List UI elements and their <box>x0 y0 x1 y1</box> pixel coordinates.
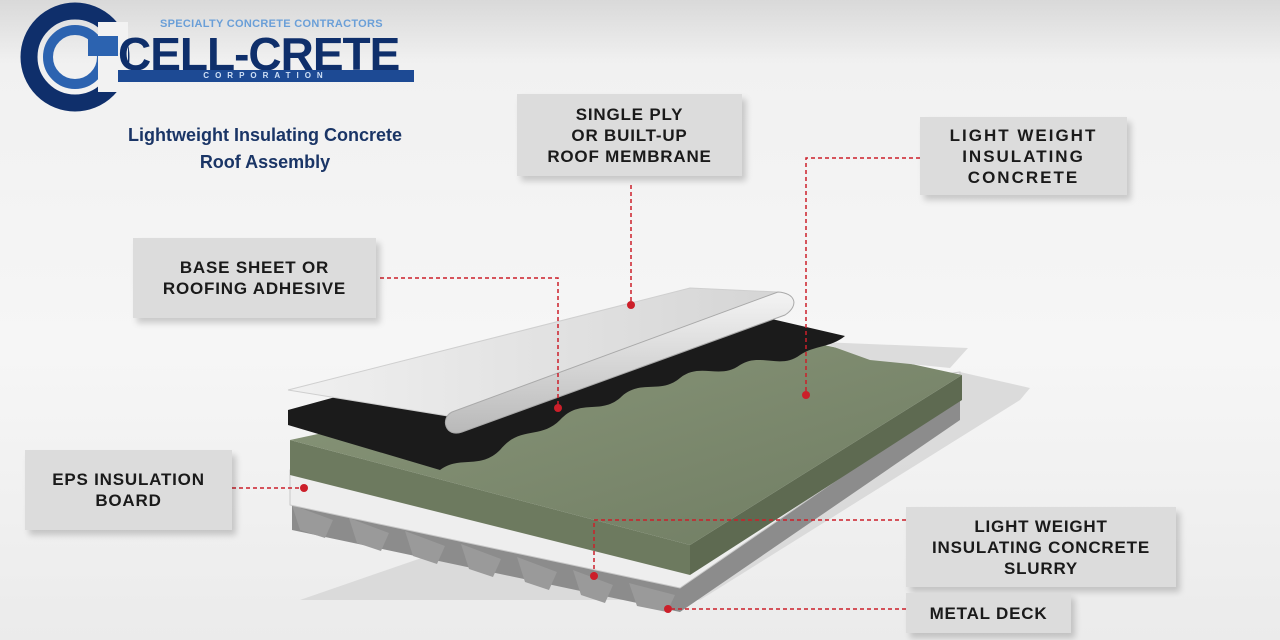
label-line: BASE SHEET OR <box>179 258 330 277</box>
label-roof-membrane: SINGLE PLY OR BUILT-UP ROOF MEMBRANE <box>517 94 742 176</box>
label-line: BOARD <box>95 491 162 510</box>
label-line: INSULATING CONCRETE <box>932 537 1150 557</box>
dot-metal-deck <box>664 605 672 613</box>
dot-lwic <box>802 391 810 399</box>
concrete-slab-edge <box>690 375 962 575</box>
logo-subname: CORPORATION <box>118 70 414 82</box>
dot-eps <box>300 484 308 492</box>
label-line: ROOFING ADHESIVE <box>162 279 347 298</box>
label-metal-deck: METAL DECK <box>906 593 1071 633</box>
label-base-sheet: BASE SHEET OR ROOFING ADHESIVE <box>133 238 376 318</box>
leader-base-sheet <box>380 277 559 407</box>
label-eps-insulation-board: EPS INSULATION BOARD <box>25 450 232 530</box>
label-line: EPS INSULATION <box>52 470 205 489</box>
label-line: INSULATING <box>962 146 1085 166</box>
logo-tagline: SPECIALTY CONCRETE CONTRACTORS <box>160 18 383 30</box>
dot-base-sheet <box>554 404 562 412</box>
subtitle-line-2: Roof Assembly <box>199 152 331 172</box>
cell-crete-logo-mark <box>20 2 130 112</box>
label-line: OR BUILT-UP <box>571 125 688 145</box>
subtitle-line-1: Lightweight Insulating Concrete <box>128 125 402 145</box>
label-lightweight-insulating-concrete: LIGHT WEIGHT INSULATING CONCRETE <box>920 117 1127 195</box>
dot-slurry <box>590 572 598 580</box>
label-line: LIGHT WEIGHT <box>949 125 1098 145</box>
dot-membrane <box>627 301 635 309</box>
label-line: ROOF MEMBRANE <box>547 146 712 166</box>
roof-membrane-roll <box>444 291 795 434</box>
leader-slurry <box>593 519 906 574</box>
leader-lines <box>232 157 920 610</box>
label-concrete-slurry: LIGHT WEIGHT INSULATING CONCRETE SLURRY <box>906 507 1176 587</box>
label-line: LIGHT WEIGHT <box>974 516 1108 536</box>
concrete-slab-side <box>290 440 690 575</box>
label-line: SINGLE PLY <box>575 104 684 124</box>
slurry-edge <box>820 342 968 368</box>
leader-dots <box>300 301 810 613</box>
label-line: METAL DECK <box>929 603 1048 623</box>
diagram-subtitle: Lightweight Insulating Concrete Roof Ass… <box>100 122 430 176</box>
concrete-slab-top <box>290 335 962 545</box>
label-line: SLURRY <box>1003 558 1079 578</box>
leader-lwic <box>805 157 920 393</box>
label-line: CONCRETE <box>967 167 1080 187</box>
